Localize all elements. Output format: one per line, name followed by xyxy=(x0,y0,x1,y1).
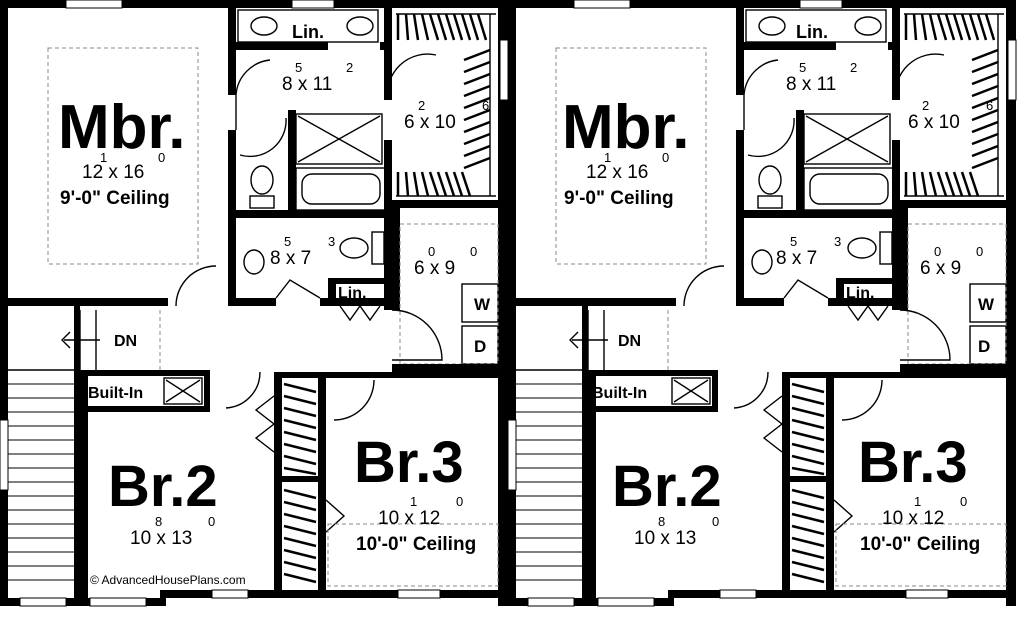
left-bath-l-in: 3 xyxy=(328,234,335,249)
right-linen-label-top: Lin. xyxy=(796,22,828,42)
right-bath-dim: 8 x 7 xyxy=(776,248,817,269)
right-washer-label: W xyxy=(978,295,995,314)
right-bath-w-in: 5 xyxy=(790,234,797,249)
left-washer-label: W xyxy=(474,295,491,314)
right-br2-dim: 10 x 13 xyxy=(634,528,696,549)
right-built-in-label: Built-In xyxy=(592,385,647,402)
right-br2-w-in: 8 xyxy=(658,514,665,529)
copyright-notice: © AdvancedHousePlans.com xyxy=(90,573,246,587)
left-mbr-ceiling: 9'-0" Ceiling xyxy=(60,188,170,209)
right-mbr-l-in: 0 xyxy=(662,150,669,165)
left-built-in-label: Built-In xyxy=(88,385,143,402)
left-mbath-dim: 8 x 11 xyxy=(282,74,332,95)
right-br2-l-in: 0 xyxy=(712,514,719,529)
right-bath-l-in: 3 xyxy=(834,234,841,249)
left-mbr-l-in: 0 xyxy=(158,150,165,165)
right-mbr-ceiling: 9'-0" Ceiling xyxy=(564,188,674,209)
left-laundry-w-in: 0 xyxy=(428,244,435,259)
left-br2-dim: 10 x 13 xyxy=(130,528,192,549)
right-bedroom3-name: Br.3 xyxy=(858,430,968,495)
right-laundry-dim: 6 x 9 xyxy=(920,258,961,279)
left-wic-dim: 6 x 10 xyxy=(404,112,456,133)
left-br3-l-in: 0 xyxy=(456,494,463,509)
left-wic-w-in: 2 xyxy=(418,98,425,113)
left-mbath-w-in: 5 xyxy=(295,60,302,75)
right-br3-l-in: 0 xyxy=(960,494,967,509)
left-mbr-dim: 12 x 16 xyxy=(82,162,144,183)
left-laundry-l-in: 0 xyxy=(470,244,477,259)
left-master-bedroom-name: Mbr. xyxy=(58,93,185,162)
left-unit-labels: Lin. Mbr. 1 12 x 16 0 9'-0" Ceiling 5 8 … xyxy=(58,22,491,587)
left-stair-down-label: DN xyxy=(114,333,137,350)
right-mbr-w-in: 1 xyxy=(604,150,611,165)
right-mbr-dim: 12 x 16 xyxy=(586,162,648,183)
left-linen-label-top: Lin. xyxy=(292,22,324,42)
right-br3-dim: 10 x 12 xyxy=(882,508,944,529)
left-wic-l-in: 6 xyxy=(482,98,489,113)
right-wic-dim: 6 x 10 xyxy=(908,112,960,133)
left-laundry-dim: 6 x 9 xyxy=(414,258,455,279)
right-linen-label-hall: Lin. xyxy=(846,285,874,302)
right-laundry-l-in: 0 xyxy=(976,244,983,259)
left-mbath-l-in: 2 xyxy=(346,60,353,75)
right-dryer-label: D xyxy=(978,337,990,356)
right-mbath-w-in: 5 xyxy=(799,60,806,75)
left-bedroom3-name: Br.3 xyxy=(354,430,464,495)
left-br2-w-in: 8 xyxy=(155,514,162,529)
right-br3-w-in: 1 xyxy=(914,494,921,509)
left-bath-dim: 8 x 7 xyxy=(270,248,311,269)
right-bedroom2-name: Br.2 xyxy=(612,454,722,519)
right-br3-ceiling: 10'-0" Ceiling xyxy=(860,534,980,555)
right-laundry-w-in: 0 xyxy=(934,244,941,259)
left-mbr-w-in: 1 xyxy=(100,150,107,165)
right-wic-w-in: 2 xyxy=(922,98,929,113)
right-wic-l-in: 6 xyxy=(986,98,993,113)
right-unit-labels: Lin. Mbr. 1 12 x 16 0 9'-0" Ceiling 5 8 … xyxy=(562,22,995,555)
right-stair-down-label: DN xyxy=(618,333,641,350)
left-bedroom2-name: Br.2 xyxy=(108,454,218,519)
left-br2-l-in: 0 xyxy=(208,514,215,529)
left-bath-w-in: 5 xyxy=(284,234,291,249)
left-br3-dim: 10 x 12 xyxy=(378,508,440,529)
left-br3-w-in: 1 xyxy=(410,494,417,509)
left-linen-label-hall: Lin. xyxy=(338,285,366,302)
right-mbath-l-in: 2 xyxy=(850,60,857,75)
left-br3-ceiling: 10'-0" Ceiling xyxy=(356,534,476,555)
right-mbath-dim: 8 x 11 xyxy=(786,74,836,95)
right-master-bedroom-name: Mbr. xyxy=(562,93,689,162)
left-dryer-label: D xyxy=(474,337,486,356)
